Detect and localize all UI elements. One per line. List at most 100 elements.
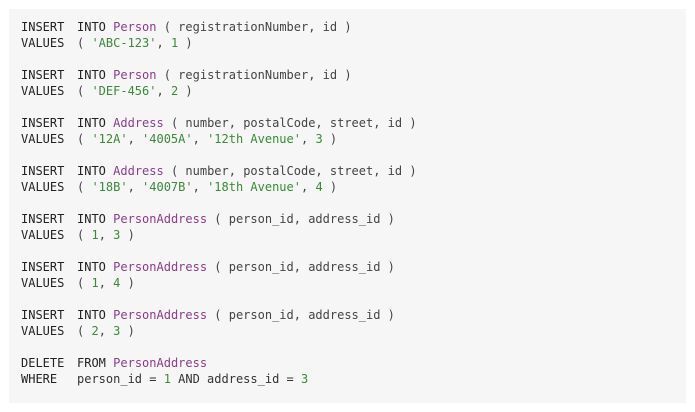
- sql-keyword: INSERT: [21, 164, 65, 178]
- punctuation: (: [77, 228, 92, 242]
- string-literal: 'DEF-456': [91, 84, 157, 98]
- table-name: PersonAddress: [113, 260, 208, 274]
- sql-keyword: INSERT: [21, 68, 65, 82]
- number-literal: 2: [170, 84, 179, 98]
- sql-keyword: INSERT: [21, 212, 65, 226]
- punctuation: (: [77, 36, 92, 50]
- string-literal: '12th Avenue': [207, 132, 301, 146]
- code-line: VALUES( 1, 3 ): [21, 227, 686, 243]
- punctuation: ,: [98, 276, 114, 290]
- punctuation: ,: [300, 132, 316, 146]
- sql-keyword: DELETE: [21, 356, 65, 370]
- sql-code-block: INSERT INTO Person ( registrationNumber, …: [9, 9, 686, 403]
- punctuation: ,: [156, 36, 171, 50]
- punctuation: ,: [156, 84, 171, 98]
- punctuation: ,: [127, 132, 143, 146]
- punctuation: ): [322, 132, 338, 146]
- sql-keyword: INSERT: [21, 116, 65, 130]
- column-list: ( number, postalCode, street, id ): [163, 164, 417, 178]
- sql-statement: INSERT INTO PersonAddress ( person_id, ad…: [21, 259, 686, 291]
- string-literal: '4007B': [142, 180, 193, 194]
- string-literal: '18th Avenue': [207, 180, 301, 194]
- sql-keyword: INSERT: [21, 260, 65, 274]
- number-literal: 3: [300, 372, 309, 386]
- sql-statement: INSERT INTO Person ( registrationNumber, …: [21, 67, 686, 99]
- punctuation: ,: [300, 180, 316, 194]
- code-line: DELETE FROM PersonAddress: [21, 355, 686, 371]
- table-name: PersonAddress: [113, 212, 208, 226]
- punctuation: ): [178, 36, 193, 50]
- sql-keyword: WHERE: [21, 372, 58, 386]
- sql-keyword: INTO: [77, 308, 106, 322]
- code-line: INSERT INTO Person ( registrationNumber, …: [21, 67, 686, 83]
- sql-statement: INSERT INTO Address ( number, postalCode,…: [21, 163, 686, 195]
- punctuation: ,: [127, 180, 143, 194]
- number-literal: 1: [170, 36, 179, 50]
- expression-text: AND address_id =: [170, 372, 301, 386]
- code-line: INSERT INTO PersonAddress ( person_id, ad…: [21, 259, 686, 275]
- sql-keyword: INSERT: [21, 308, 65, 322]
- punctuation: ,: [98, 324, 114, 338]
- punctuation: ): [120, 228, 135, 242]
- table-name: PersonAddress: [113, 356, 208, 370]
- punctuation: ,: [98, 228, 114, 242]
- table-name: PersonAddress: [113, 308, 208, 322]
- punctuation: ): [120, 324, 135, 338]
- code-line: VALUES ( 2, 3 ): [21, 323, 686, 339]
- number-literal: 3: [315, 132, 323, 146]
- column-list: ( person_id, address_id ): [207, 308, 395, 322]
- punctuation: ): [120, 276, 135, 290]
- sql-keyword: VALUES: [21, 324, 65, 338]
- sql-keyword: INTO: [77, 164, 106, 178]
- punctuation: (: [77, 132, 92, 146]
- column-list: ( person_id, address_id ): [207, 260, 395, 274]
- number-literal: 3: [113, 228, 121, 242]
- table-name: Address: [113, 116, 164, 130]
- sql-keyword: INTO: [77, 116, 106, 130]
- table-name: Person: [113, 68, 157, 82]
- code-line: VALUES ( 1, 4 ): [21, 275, 686, 291]
- punctuation: (: [77, 180, 92, 194]
- code-line: VALUES( '18B', '4007B', '18th Avenue', 4…: [21, 179, 686, 195]
- column-list: ( registrationNumber, id ): [156, 68, 352, 82]
- punctuation: (: [77, 276, 92, 290]
- punctuation: ,: [192, 180, 208, 194]
- punctuation: (: [77, 84, 92, 98]
- sql-keyword: VALUES: [21, 36, 65, 50]
- sql-keyword: FROM: [77, 356, 106, 370]
- table-name: Address: [113, 164, 164, 178]
- code-line: VALUES ( '12A', '4005A', '12th Avenue', 3…: [21, 131, 686, 147]
- sql-keyword: INTO: [77, 260, 106, 274]
- sql-keyword: INSERT: [21, 20, 65, 34]
- number-literal: 1: [91, 276, 99, 290]
- code-line: VALUES ( 'DEF-456', 2 ): [21, 83, 686, 99]
- code-line: INSERT INTO Address ( number, postalCode,…: [21, 115, 686, 131]
- number-literal: 3: [113, 324, 121, 338]
- punctuation: ,: [192, 132, 208, 146]
- string-literal: '4005A': [142, 132, 193, 146]
- punctuation: ): [178, 84, 193, 98]
- table-name: Person: [113, 20, 157, 34]
- number-literal: 1: [163, 372, 171, 386]
- punctuation: (: [77, 324, 92, 338]
- number-literal: 4: [113, 276, 121, 290]
- number-literal: 4: [315, 180, 323, 194]
- sql-keyword: VALUES: [21, 228, 65, 242]
- sql-keyword: INTO: [77, 68, 106, 82]
- string-literal: '12A': [91, 132, 128, 146]
- sql-keyword: VALUES: [21, 276, 65, 290]
- sql-statement: INSERT INTO Address ( number, postalCode,…: [21, 115, 686, 147]
- string-literal: 'ABC-123': [91, 36, 157, 50]
- column-list: ( number, postalCode, street, id ): [163, 116, 417, 130]
- punctuation: ): [322, 180, 338, 194]
- expression-text: person_id =: [77, 372, 164, 386]
- number-literal: 2: [91, 324, 99, 338]
- sql-keyword: VALUES: [21, 84, 65, 98]
- code-line: INSERT INTO PersonAddress ( person_id, ad…: [21, 307, 686, 323]
- sql-statement: INSERT INTO PersonAddress ( person_id, ad…: [21, 307, 686, 339]
- sql-keyword: VALUES: [21, 132, 65, 146]
